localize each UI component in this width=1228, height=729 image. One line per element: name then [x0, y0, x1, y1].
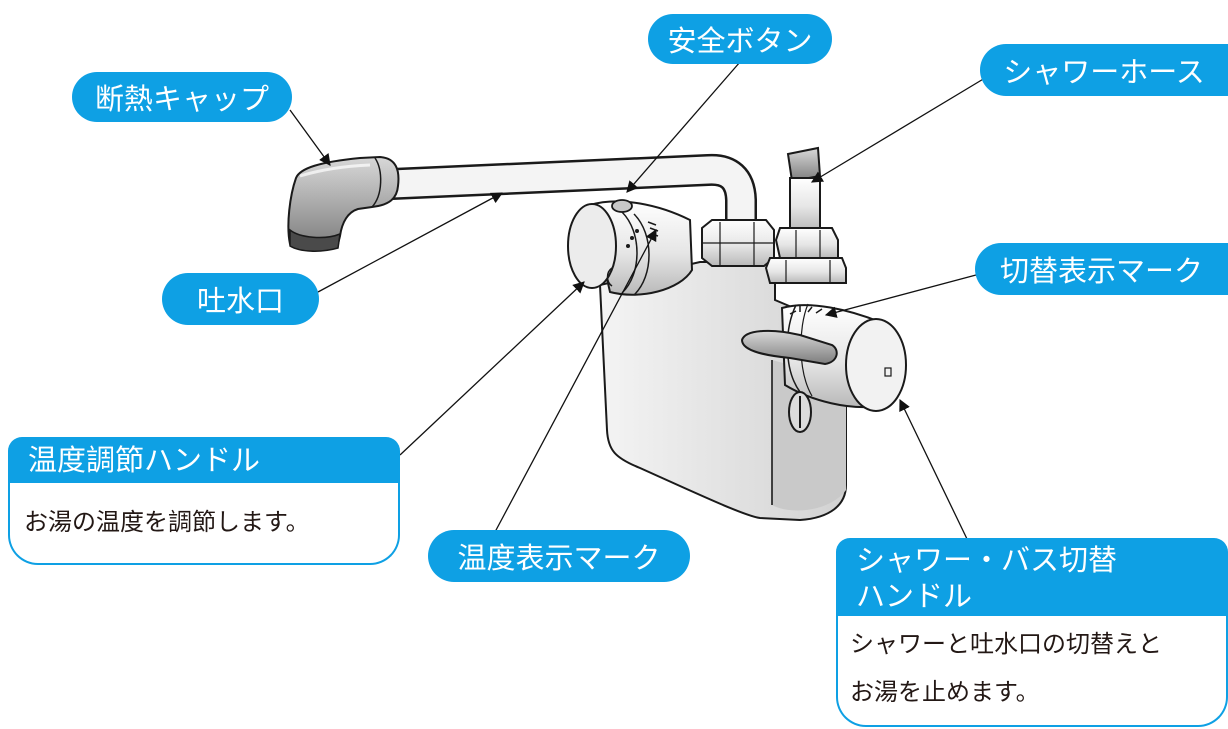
temperature-handle-callout: 温度調節ハンドル お湯の温度を調節します。	[8, 437, 400, 565]
leader-line-temperature-handle	[399, 281, 585, 456]
shower-bath-handle-description: シャワーと吐水口の切替えと お湯を止めます。	[836, 616, 1228, 727]
shower-bath-handle-title: シャワー・バス切替 ハンドル	[836, 538, 1228, 616]
leader-line-shower-bath-handle	[899, 398, 969, 542]
safety-button	[611, 199, 633, 213]
label-spout: 吐水口	[162, 273, 319, 325]
shower-bath-handle-description-line: シャワーと吐水口の切替えと	[850, 630, 1162, 658]
spout-nozzle	[289, 228, 341, 252]
switch-indicator-marks	[789, 306, 823, 315]
label-insulation-cap: 断熱キャップ	[72, 72, 292, 122]
shower-bath-handle-title-line: ハンドル	[856, 579, 973, 613]
leader-line-temperature-indicator-mark	[494, 228, 657, 533]
label-shower-hose: シャワーホース	[980, 44, 1228, 96]
label-switch-indicator-mark: 切替表示マーク	[975, 243, 1228, 295]
switch-lever	[740, 329, 838, 366]
shower-hose-connector	[786, 146, 822, 183]
leader-line-safety-button	[626, 61, 741, 193]
shower-bath-handle-callout: シャワー・バス切替 ハンドル シャワーと吐水口の切替えと お湯を止めます。	[836, 538, 1228, 727]
label-safety-button: 安全ボタン	[648, 14, 832, 64]
temperature-handle-description: お湯の温度を調節します。	[8, 483, 400, 565]
leader-line-insulation-cap	[289, 109, 331, 166]
temperature-handle-title: 温度調節ハンドル	[8, 437, 400, 483]
leader-line-shower-hose	[810, 77, 986, 183]
shower-bath-handle-title-line: シャワー・バス切替	[856, 543, 1118, 577]
label-temperature-indicator-mark: 温度表示マーク	[428, 530, 690, 582]
shower-bath-handle-description-line: お湯を止めます。	[850, 678, 1040, 706]
leader-line-switch-indicator-mark	[824, 274, 977, 318]
leader-line-spout	[317, 192, 504, 293]
insulation-cap	[287, 155, 400, 250]
